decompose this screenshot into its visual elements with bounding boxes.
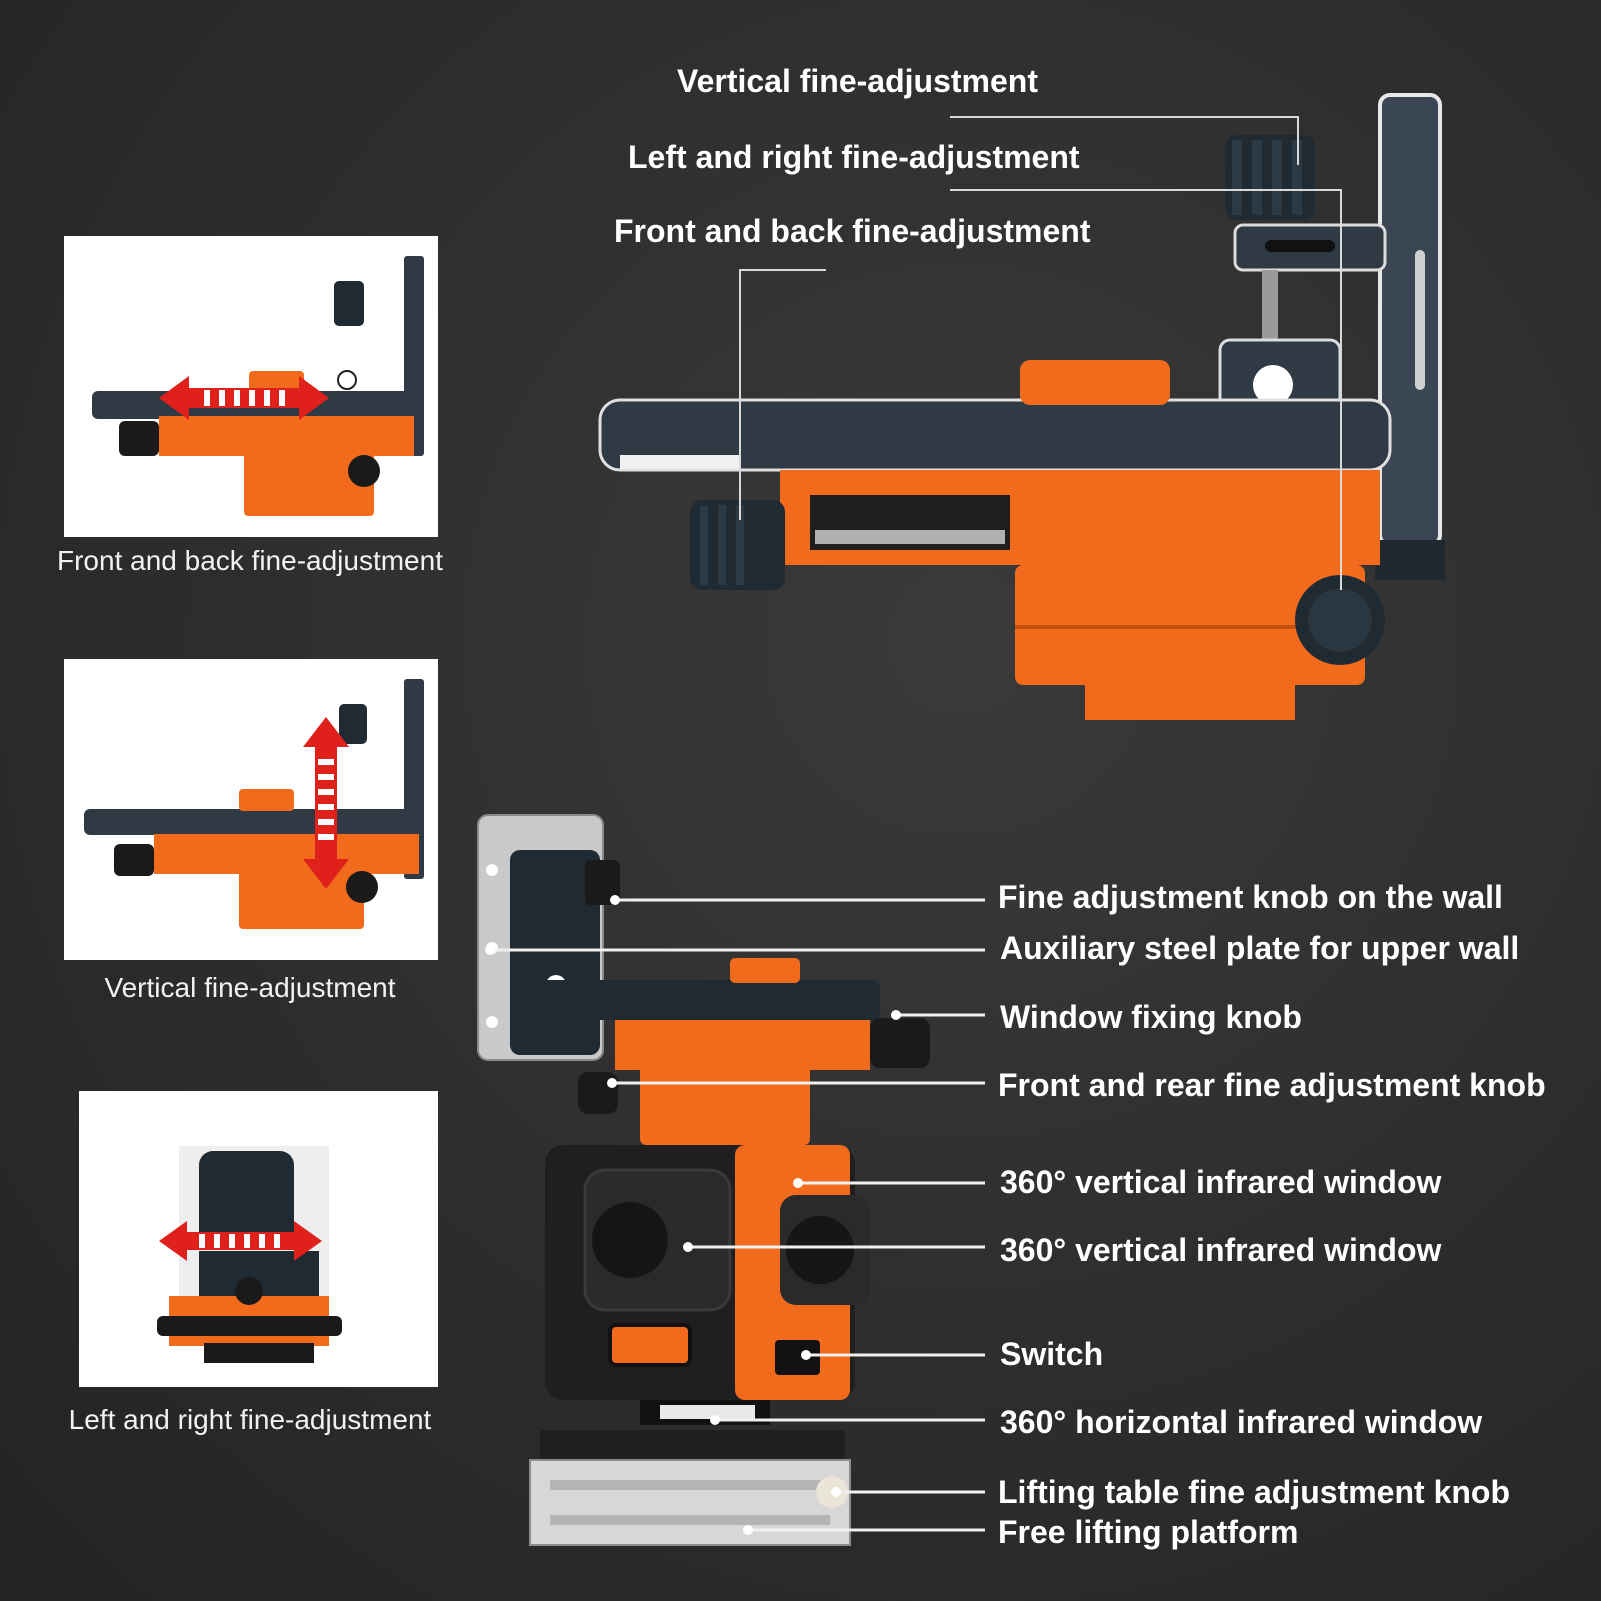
callout-front-rear-knob: Front and rear fine adjustment knob <box>998 1067 1546 1103</box>
left-right-arrow-icon <box>159 376 329 420</box>
callout-vertical-window-1: 360° vertical infrared window <box>1000 1164 1442 1200</box>
horizontal-arrow-icon <box>159 1221 322 1261</box>
callout-lifting-platform: Free lifting platform <box>998 1514 1299 1550</box>
callout-vertical-window-2: 360° vertical infrared window <box>1000 1232 1442 1268</box>
panel-vertical <box>64 659 438 960</box>
panel-caption-left-right: Left and right fine-adjustment <box>68 1404 432 1435</box>
panel-caption-front-back: Front and back fine-adjustment <box>57 545 443 576</box>
left-right-illustration <box>157 1146 342 1363</box>
up-down-arrow-icon <box>303 717 349 889</box>
vertical-illustration <box>84 679 424 929</box>
callout-front-back-fine-adjustment: Front and back fine-adjustment <box>614 213 1091 249</box>
laser-level-assembly <box>477 814 930 1546</box>
callout-horizontal-window: 360° horizontal infrared window <box>1000 1404 1483 1440</box>
leader-dots <box>485 895 901 1535</box>
callout-switch: Switch <box>1000 1336 1104 1372</box>
callout-vertical-fine-adjustment: Vertical fine-adjustment <box>677 63 1038 99</box>
callout-lifting-knob: Lifting table fine adjustment knob <box>998 1474 1510 1510</box>
panel-front-back <box>64 236 438 537</box>
callout-wall-knob: Fine adjustment knob on the wall <box>998 879 1503 915</box>
right-leader-lines <box>490 898 985 1532</box>
wall-bracket-closeup <box>598 93 1445 720</box>
panel-left-right <box>79 1091 438 1387</box>
panel-caption-vertical: Vertical fine-adjustment <box>104 972 396 1003</box>
callout-steel-plate: Auxiliary steel plate for upper wall <box>1000 930 1520 966</box>
callout-left-right-fine-adjustment: Left and right fine-adjustment <box>628 139 1080 175</box>
top-leader-lines <box>739 116 1342 590</box>
callout-window-fixing-knob: Window fixing knob <box>1000 999 1302 1035</box>
front-back-illustration <box>92 256 424 516</box>
